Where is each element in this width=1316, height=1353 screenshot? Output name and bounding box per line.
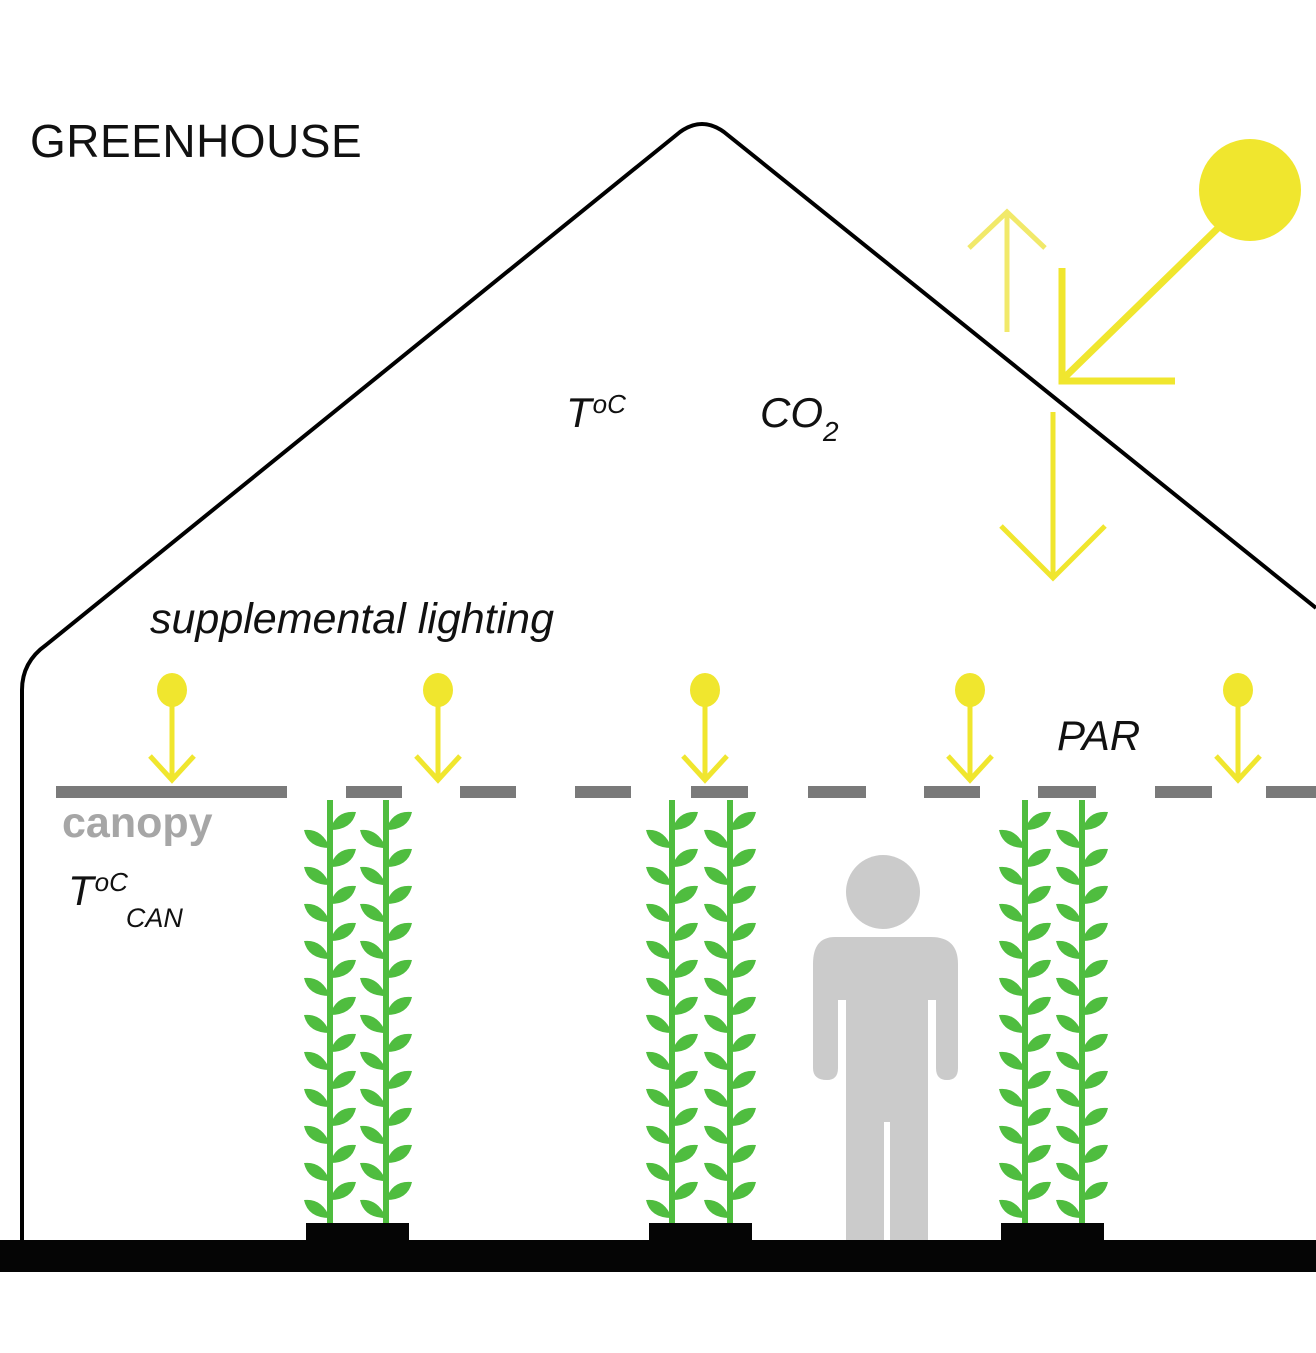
arrow-down-left-icon bbox=[1058, 268, 1175, 385]
canopy-dash bbox=[1266, 786, 1316, 798]
supplemental-lighting-label: supplemental lighting bbox=[150, 595, 554, 643]
plant-icon bbox=[704, 800, 756, 1225]
lamp-icon bbox=[946, 673, 994, 784]
can-temp-symbol: T bbox=[68, 867, 94, 914]
canopy-label: canopy bbox=[62, 799, 213, 847]
canopy-dash bbox=[1038, 786, 1096, 798]
lamp-icon bbox=[414, 673, 462, 784]
canopy-dash bbox=[924, 786, 980, 798]
co2-label: CO2 bbox=[760, 389, 839, 446]
canopy-dash bbox=[808, 786, 866, 798]
diagram-title: GREENHOUSE bbox=[30, 115, 363, 167]
canopy-dash bbox=[460, 786, 516, 798]
plant-icon bbox=[304, 800, 356, 1225]
plant-icon bbox=[646, 800, 698, 1225]
can-temp-subscript: CAN bbox=[125, 903, 183, 933]
canopy-dash bbox=[56, 786, 287, 798]
sun-group bbox=[967, 139, 1301, 582]
ground bbox=[0, 1240, 1316, 1272]
air-temp-symbol: T bbox=[566, 389, 592, 436]
canopy-dash bbox=[575, 786, 631, 798]
canopy-dash bbox=[346, 786, 402, 798]
arrow-up-icon bbox=[967, 208, 1047, 332]
plant-icon bbox=[999, 800, 1051, 1225]
greenhouse-outline bbox=[20, 122, 1316, 1242]
co2-symbol: CO bbox=[760, 389, 823, 436]
plant-icon bbox=[360, 800, 412, 1225]
sun-icon bbox=[1199, 139, 1301, 241]
plant-rows bbox=[304, 800, 1108, 1225]
person-icon bbox=[813, 855, 958, 1240]
pot-row-2 bbox=[649, 1223, 752, 1243]
solar-ray bbox=[1061, 225, 1221, 381]
lamp-icon bbox=[1214, 673, 1262, 784]
canopy-dash bbox=[691, 786, 748, 798]
par-label: PAR bbox=[1057, 712, 1141, 759]
supplemental-lamps bbox=[148, 673, 1262, 784]
air-temp-unit: oC bbox=[592, 389, 626, 419]
air-temperature-label: ToC bbox=[566, 389, 626, 436]
canopy-temperature-label: ToC CAN bbox=[68, 867, 183, 932]
canopy-dash bbox=[1155, 786, 1212, 798]
can-temp-unit: oC bbox=[94, 867, 128, 897]
lamp-icon bbox=[681, 673, 729, 784]
co2-subscript: 2 bbox=[823, 416, 839, 447]
canopy-line bbox=[56, 786, 1316, 798]
plant-icon bbox=[1056, 800, 1108, 1225]
pot-row-1 bbox=[306, 1223, 409, 1243]
pot-row-3 bbox=[1001, 1223, 1104, 1243]
lamp-icon bbox=[148, 673, 196, 784]
arrow-down-icon bbox=[999, 412, 1107, 582]
